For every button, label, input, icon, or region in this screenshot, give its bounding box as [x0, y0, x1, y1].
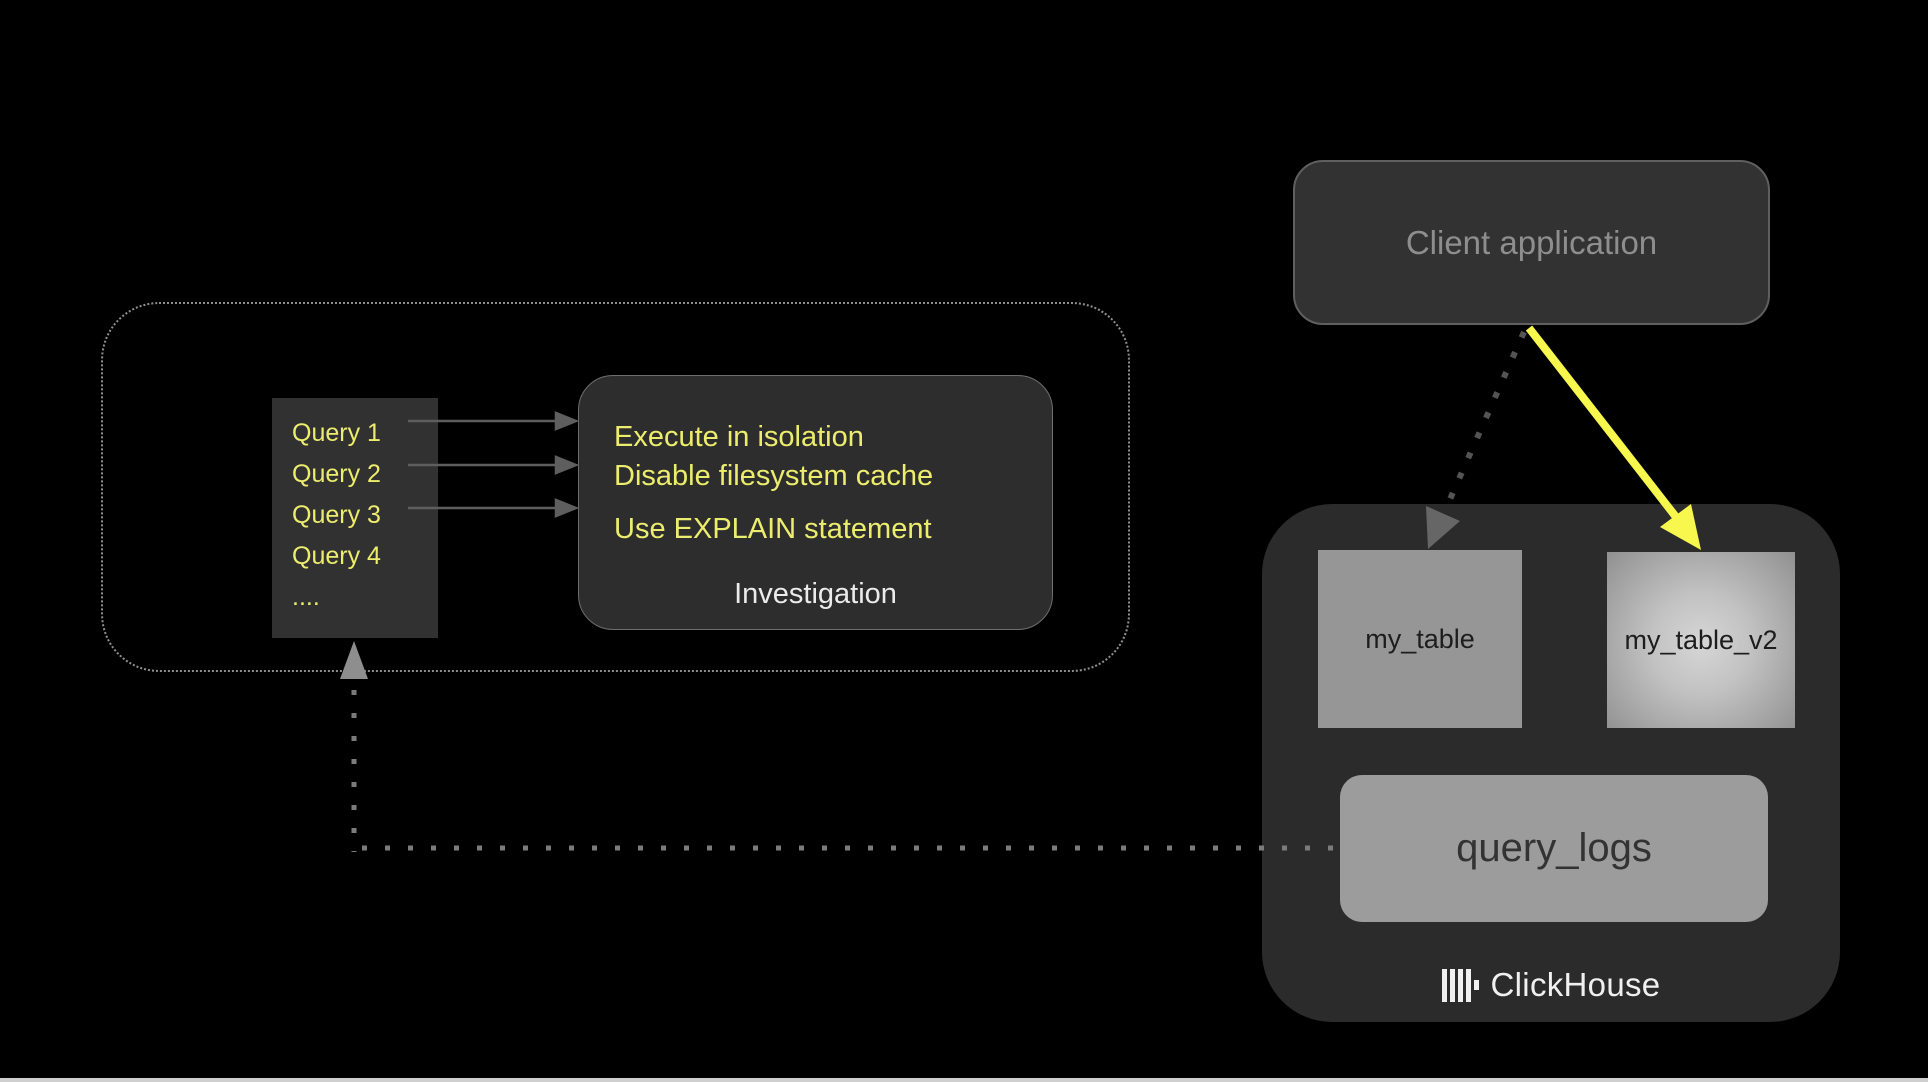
- client-application-box: Client application: [1293, 160, 1770, 325]
- query-logs-to-query-list-connector: [351, 690, 1338, 852]
- investigation-caption: Investigation: [734, 578, 897, 610]
- client-application-label: Client application: [1405, 223, 1658, 261]
- query-item-ellipsis: ....: [292, 583, 320, 611]
- query-logs-box: query_logs: [1340, 775, 1768, 922]
- dotted-arrow-line: [1444, 330, 1527, 508]
- my-table-v2-box: my_table_v2: [1607, 552, 1795, 728]
- my-table-box: my_table: [1318, 550, 1522, 728]
- clickhouse-brand: ClickHouse: [1262, 966, 1840, 1004]
- query-item: Query 3: [292, 501, 381, 529]
- query-list-panel: Query 1 Query 2 Query 3 Query 4 ....: [272, 398, 438, 638]
- query-item: Query 4: [292, 542, 381, 570]
- yellow-arrow-line: [1525, 325, 1680, 520]
- clickhouse-brand-label: ClickHouse: [1490, 966, 1661, 1003]
- bottom-edge-strip: [0, 1078, 1928, 1082]
- query-item: Query 1: [292, 419, 381, 447]
- investigation-boundary: [101, 302, 1130, 672]
- query-logs-label: query_logs: [1456, 826, 1652, 870]
- investigation-tip: Disable filesystem cache: [614, 460, 934, 492]
- query-item: Query 2: [292, 460, 381, 488]
- my-table-v2-label: my_table_v2: [1624, 624, 1778, 655]
- investigation-tip: Execute in isolation: [614, 421, 864, 453]
- investigation-tip: Use EXPLAIN statement: [614, 513, 932, 545]
- clickhouse-logo-icon: [1441, 968, 1479, 1002]
- investigation-box: Execute in isolation Disable filesystem …: [578, 375, 1053, 630]
- clickhouse-container: my_table my_table_v2 query_logs ClickHou…: [1262, 504, 1840, 1022]
- my-table-label: my_table: [1365, 623, 1475, 654]
